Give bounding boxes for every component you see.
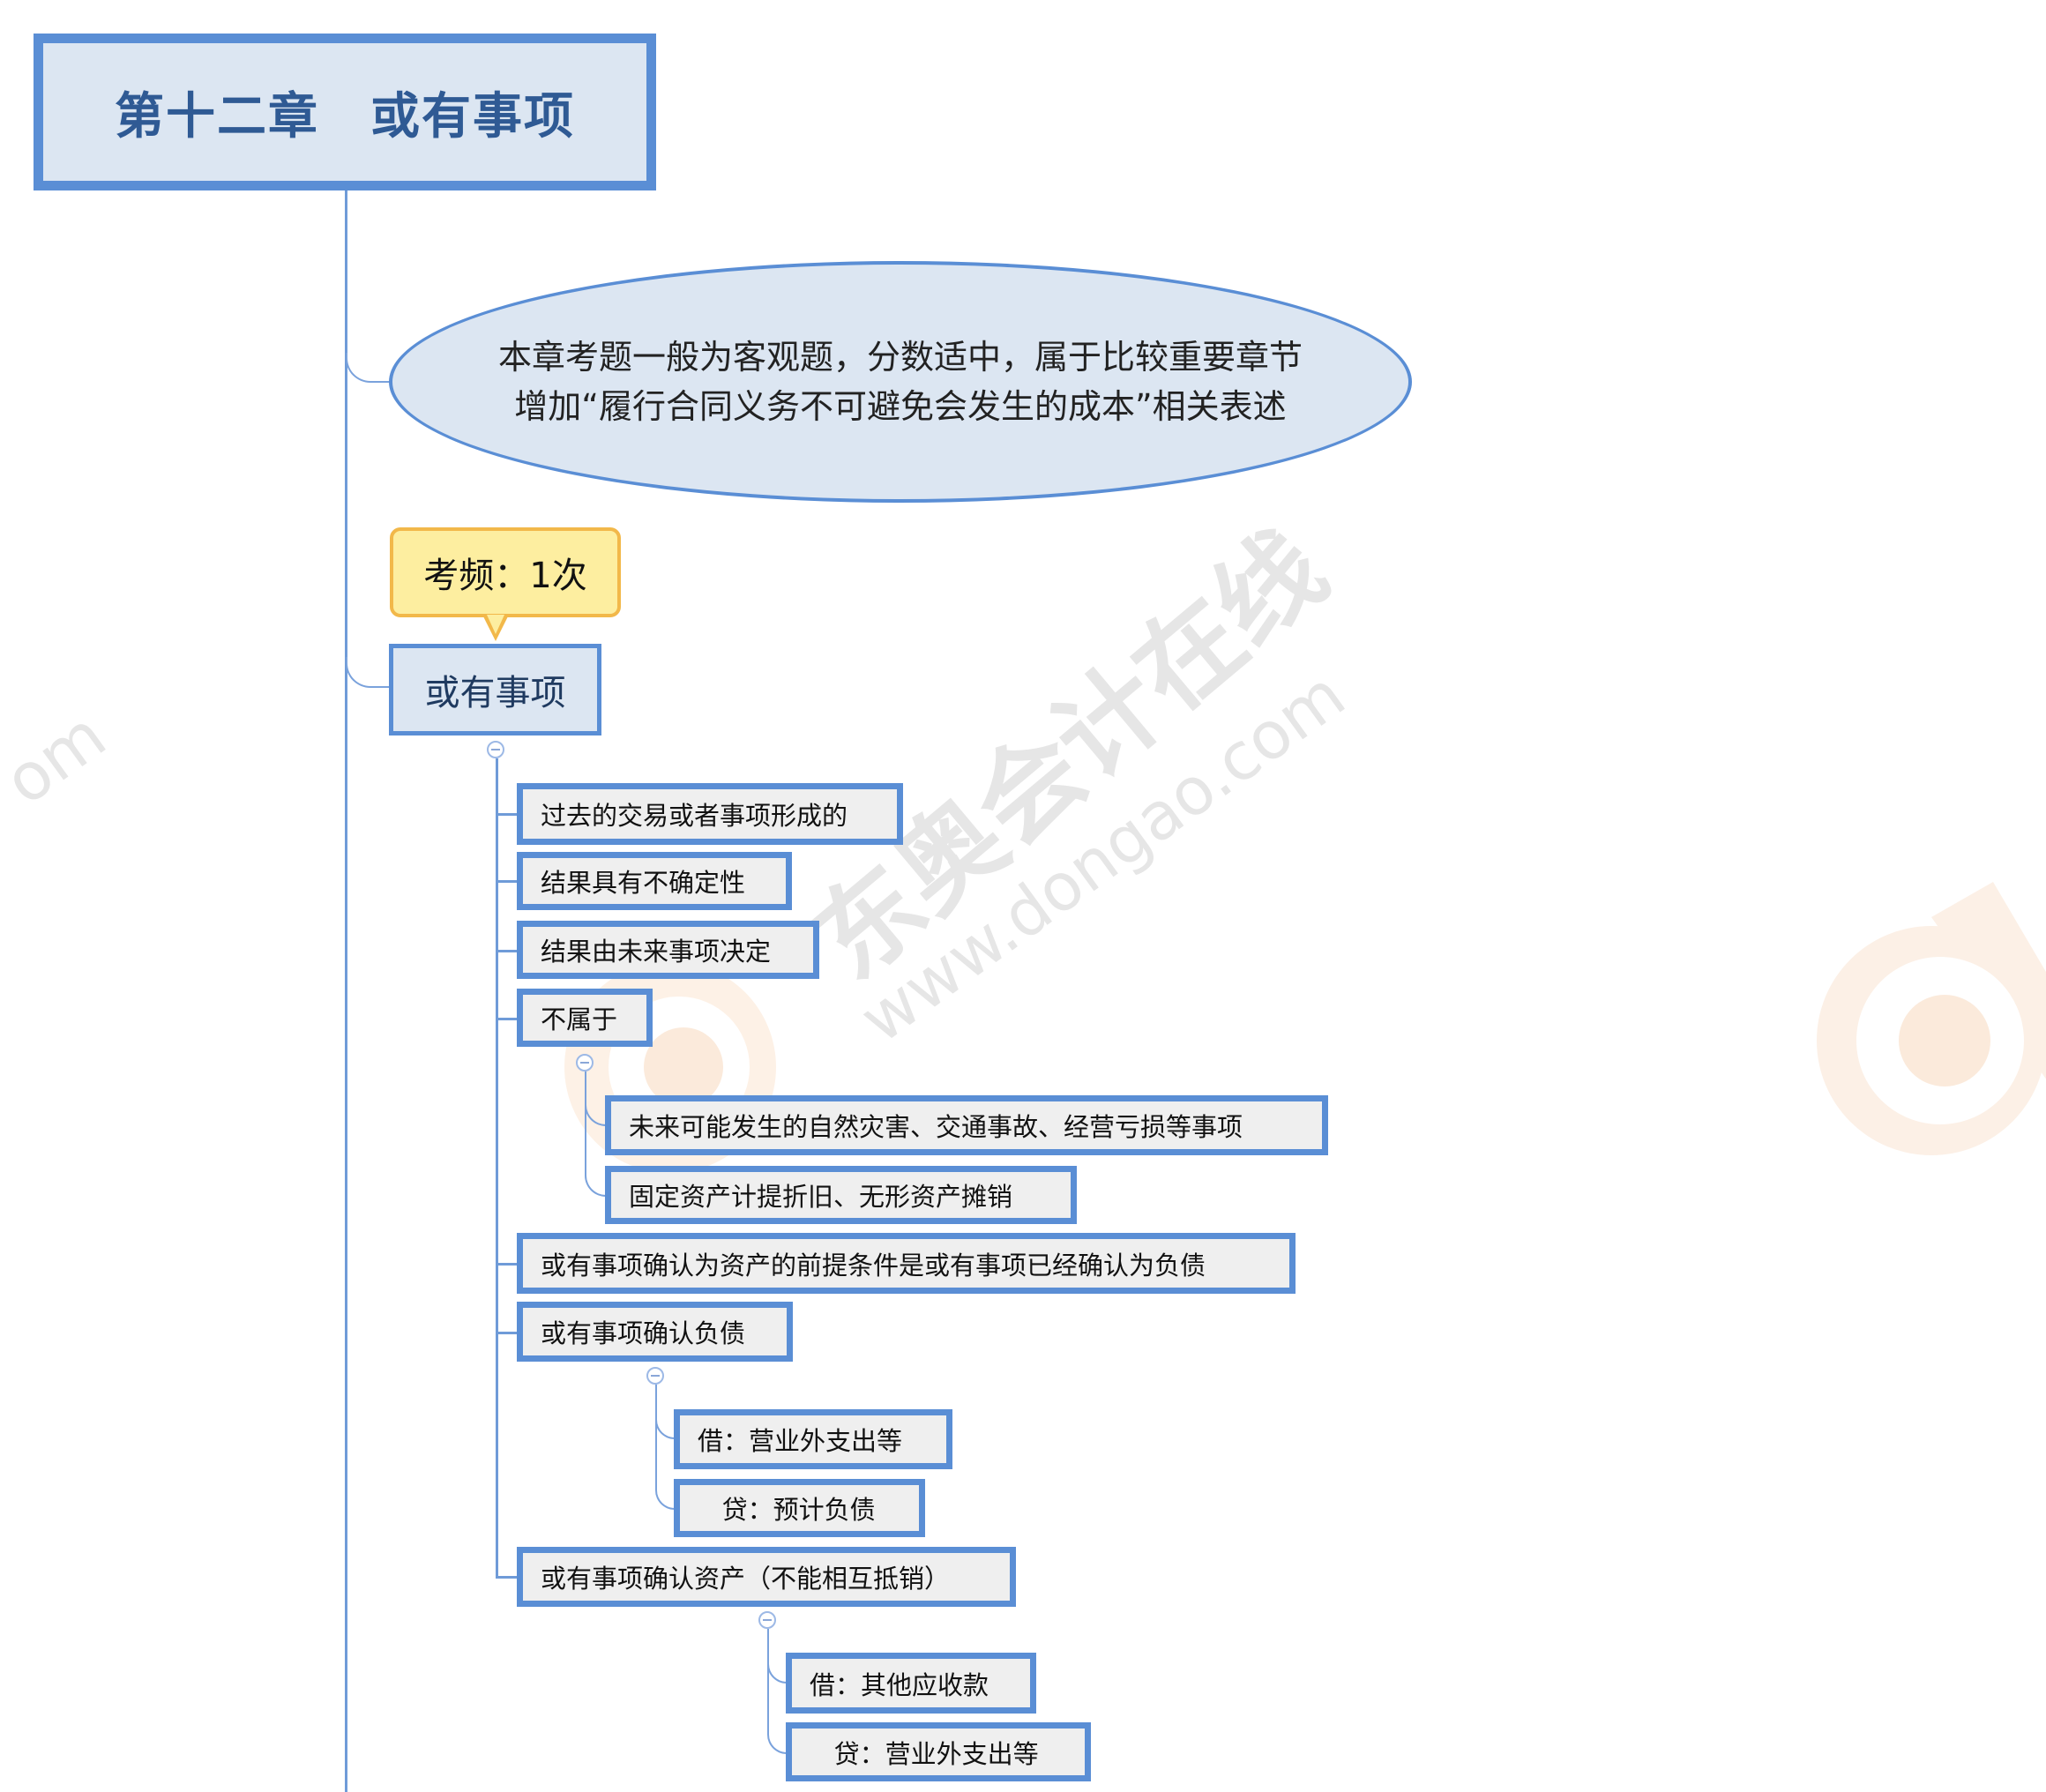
main-topic[interactable]: 或有事项 (389, 644, 601, 735)
node-uncertain-outcome[interactable]: 结果具有不确定性 (517, 852, 792, 910)
node-natural-disasters[interactable]: 未来可能发生的自然灾害、交通事故、经营亏损等事项 (605, 1095, 1328, 1155)
node-label: 未来可能发生的自然灾害、交通事故、经营亏损等事项 (629, 1112, 1243, 1142)
minus-icon (763, 1619, 772, 1621)
node-future-events[interactable]: 结果由未来事项决定 (517, 921, 819, 979)
connector-liability-2 (655, 1385, 675, 1510)
node-debit-nonoperating-expense[interactable]: 借：营业外支出等 (674, 1409, 952, 1469)
frequency-callout[interactable]: 考频：1次 (390, 527, 621, 617)
node-label: 贷：营业外支出等 (810, 1738, 1039, 1769)
node-label: 或有事项确认资产（不能相互抵销） (541, 1564, 951, 1594)
frequency-callout-label: 考频：1次 (423, 556, 587, 596)
watermark-url-partial: om (0, 698, 120, 820)
node-label: 贷：预计负债 (698, 1495, 876, 1525)
connector-asset-2 (767, 1629, 787, 1754)
tick-2 (496, 880, 519, 883)
node-label: 过去的交易或者事项形成的 (541, 801, 848, 831)
branch-connector (496, 758, 498, 1579)
watermark-logo-right (1817, 882, 2046, 1155)
collapse-toggle-not-included[interactable] (576, 1054, 594, 1071)
node-label: 借：营业外支出等 (698, 1426, 903, 1456)
minus-icon (651, 1375, 660, 1377)
node-recognize-liability[interactable]: 或有事项确认负债 (517, 1302, 793, 1362)
node-credit-estimated-liability[interactable]: 贷：预计负债 (674, 1479, 925, 1537)
central-topic[interactable]: 第十二章 或有事项 (34, 34, 656, 190)
node-credit-nonoperating-expense[interactable]: 贷：营业外支出等 (786, 1722, 1091, 1781)
node-recognize-asset[interactable]: 或有事项确认资产（不能相互抵销） (517, 1547, 1016, 1607)
summary-line-1: 本章考题一般为客观题，分数适中，属于比较重要章节 (497, 338, 1303, 377)
node-not-included[interactable]: 不属于 (517, 989, 653, 1047)
node-label: 或有事项确认负债 (541, 1318, 746, 1348)
minus-icon (580, 1062, 589, 1064)
node-label: 结果由未来事项决定 (541, 937, 772, 967)
central-topic-label: 第十二章 或有事项 (115, 87, 575, 146)
summary-ellipse[interactable]: 本章考题一般为客观题，分数适中，属于比较重要章节 增加“履行合同义务不可避免会发… (389, 261, 1412, 503)
node-label: 借：其他应收款 (810, 1669, 989, 1700)
main-topic-label: 或有事项 (424, 673, 566, 713)
collapse-toggle-recognize-asset[interactable] (758, 1611, 776, 1629)
connector-summary (346, 353, 390, 383)
summary-line-2: 增加“履行合同义务不可避免会发生的成本”相关表述 (514, 387, 1287, 426)
collapse-toggle-main-topic[interactable] (487, 741, 504, 758)
tick-7 (496, 1552, 520, 1579)
tick-5 (496, 1263, 519, 1266)
node-label: 结果具有不确定性 (541, 868, 746, 898)
tick-4 (496, 1018, 519, 1020)
node-depreciation[interactable]: 固定资产计提折旧、无形资产摊销 (605, 1166, 1077, 1224)
trunk-connector (345, 190, 347, 1792)
watermark-url: www.dongao.com (847, 656, 1359, 1058)
node-label: 或有事项确认为资产的前提条件是或有事项已经确认为负债 (541, 1250, 1206, 1281)
tick-1 (496, 813, 519, 816)
node-label: 固定资产计提折旧、无形资产摊销 (629, 1182, 1013, 1212)
minus-icon (491, 749, 500, 750)
tick-3 (496, 950, 519, 952)
node-label: 不属于 (541, 1004, 618, 1034)
tick-6 (496, 1332, 519, 1334)
node-past-transactions[interactable]: 过去的交易或者事项形成的 (517, 783, 903, 845)
collapse-toggle-recognize-liability[interactable] (646, 1367, 664, 1385)
connector-not-included-2 (585, 1071, 606, 1197)
callout-pointer-fill (487, 615, 504, 634)
watermark-brand: 东奥会计在线 (791, 507, 1348, 1003)
node-debit-other-receivables[interactable]: 借：其他应收款 (786, 1653, 1036, 1714)
connector-main-topic (346, 657, 390, 688)
node-asset-precondition[interactable]: 或有事项确认为资产的前提条件是或有事项已经确认为负债 (517, 1233, 1296, 1294)
